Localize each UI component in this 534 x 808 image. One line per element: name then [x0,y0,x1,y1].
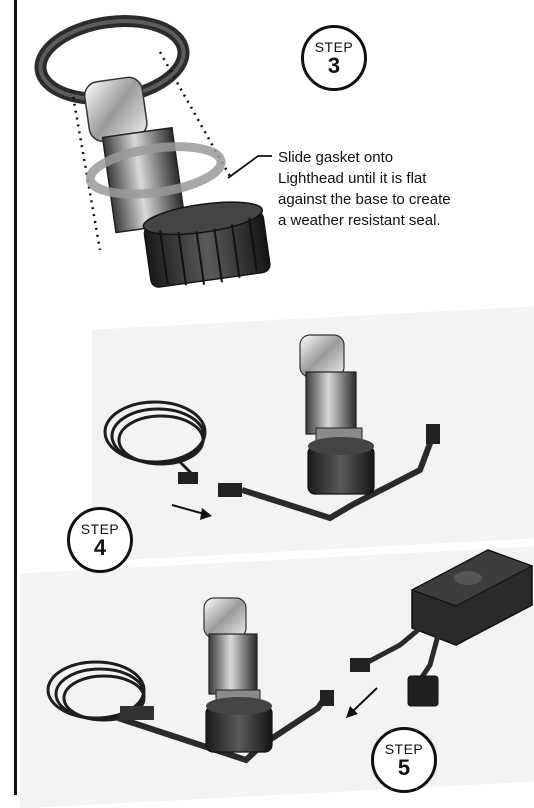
step-4-badge: STEP 4 [67,507,133,573]
callout-line: Lighthead until it is flat [278,170,427,187]
page-margin-rule [14,0,17,795]
step-5-plug-box [350,658,370,672]
callout-line: against the base to create [278,191,451,208]
step-5-arrow [351,687,378,713]
step-4-plug-loose [178,472,198,484]
step-5-lighthead [203,597,273,753]
gasket-callout: Slide gasket onto Lighthead until it is … [278,147,488,231]
callout-line: a weather resistant seal. [278,212,441,229]
step-5-control-box [410,549,534,646]
step-3-badge: STEP 3 [301,25,367,91]
step-4-plug-end [426,424,440,444]
step-5-word: STEP [384,740,424,757]
step-4-cable-coil [103,400,207,480]
step-3-lighthead [83,76,271,288]
step-4-arrowhead [200,508,212,520]
step-4-lighthead [299,334,375,495]
step-5-badge: STEP 5 [371,727,437,793]
step-5-number: 5 [397,754,411,780]
callout-line: Slide gasket onto [278,149,394,166]
step-5-box-cable-b [417,627,443,682]
step-4-word: STEP [80,520,120,537]
step-3-number: 3 [327,52,341,78]
step-5-plug-end [320,690,334,706]
step-5-cable-coil [46,660,146,722]
step-3-word: STEP [314,38,354,55]
step-5-connector [407,675,439,707]
step-5-box-cable-a [366,618,432,665]
step-5-arrowhead [346,706,358,718]
step-4-plug-mating [218,483,242,497]
callout-leader-line [227,155,272,179]
step-4-pigtail [241,436,435,522]
step-4-number: 4 [93,534,107,560]
step-5-inline-connector [120,706,154,720]
